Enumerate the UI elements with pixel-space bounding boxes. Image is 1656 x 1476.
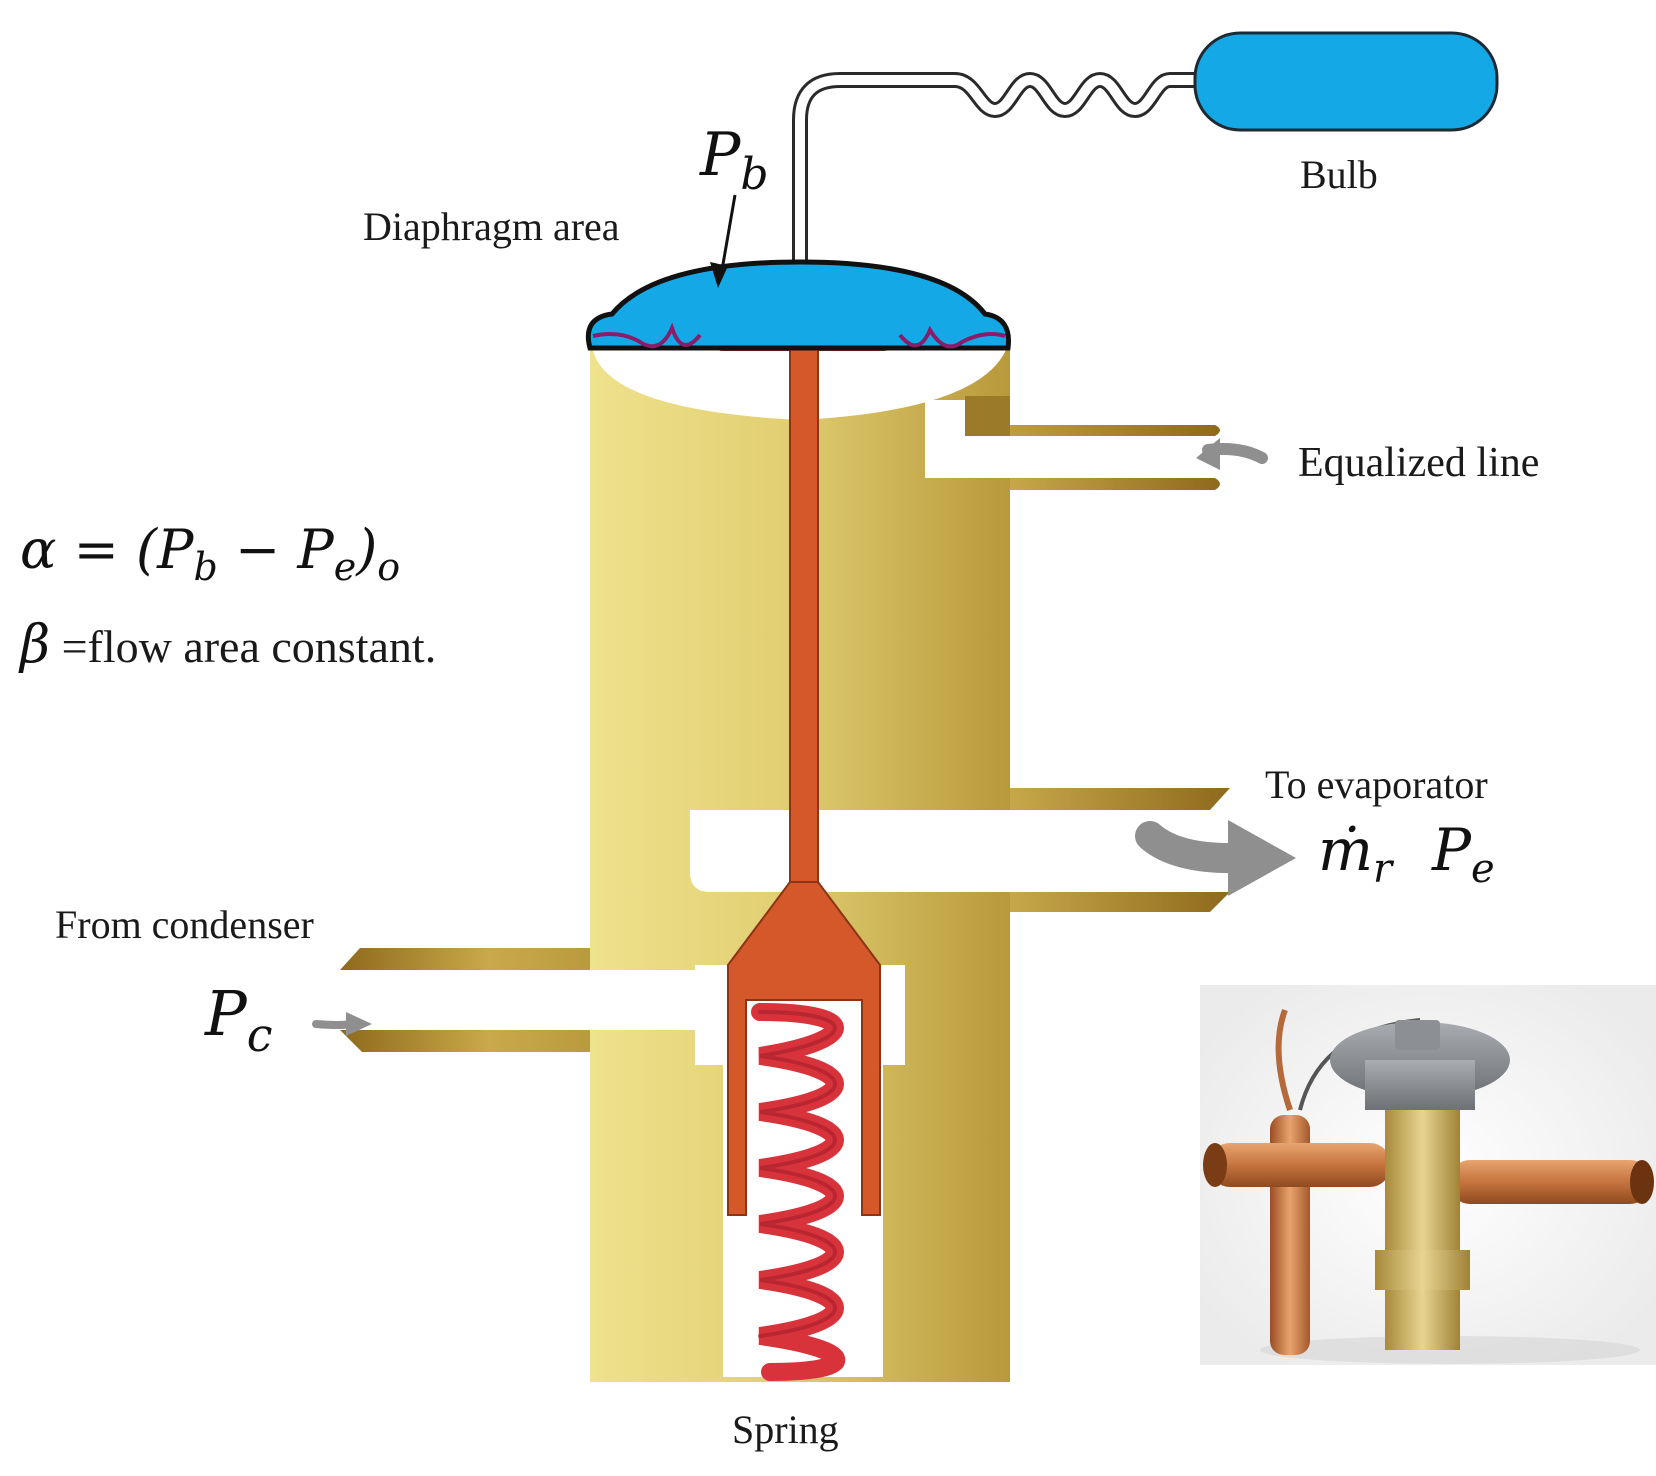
bulb-pressure-symbol: Pb	[699, 120, 769, 200]
mass-flow-symbol: ṁr	[1318, 816, 1395, 892]
expansion-valve-photo	[1200, 985, 1656, 1365]
outlet-pipe	[1008, 788, 1230, 912]
alpha-equation: α = (Pb − Pe)o	[20, 518, 400, 589]
equalized-line-label: Equalized line	[1298, 440, 1539, 486]
outlet-flow-arrow	[1135, 820, 1296, 896]
bulb	[1193, 31, 1499, 132]
equalizer-passage	[925, 400, 1225, 478]
inlet-passage	[340, 970, 695, 1030]
diaphragm-area-label: Diaphragm area	[363, 204, 620, 249]
inlet-pipe	[340, 948, 590, 1052]
equalizer-pipe	[965, 425, 1220, 490]
beta-definition: β =flow area constant.	[18, 615, 436, 675]
spring-label: Spring	[732, 1407, 839, 1452]
diaphragm-pointer-arrow	[710, 194, 737, 288]
bulb-label: Bulb	[1300, 152, 1378, 197]
diaphragm	[585, 259, 1012, 351]
from-condenser-label: From condenser	[55, 902, 314, 947]
equalizer-arrow	[1196, 438, 1268, 470]
equalizer-port	[965, 396, 1010, 436]
spring	[751, 1003, 846, 1381]
outlet-passage	[690, 810, 1230, 892]
condenser-pressure-symbol: Pc	[204, 977, 272, 1062]
inlet-flow-arrow	[312, 1012, 372, 1036]
capillary-tube	[792, 72, 1208, 270]
to-evaporator-label: To evaporator	[1265, 762, 1488, 807]
evaporator-pressure-symbol: Pe	[1431, 816, 1495, 892]
